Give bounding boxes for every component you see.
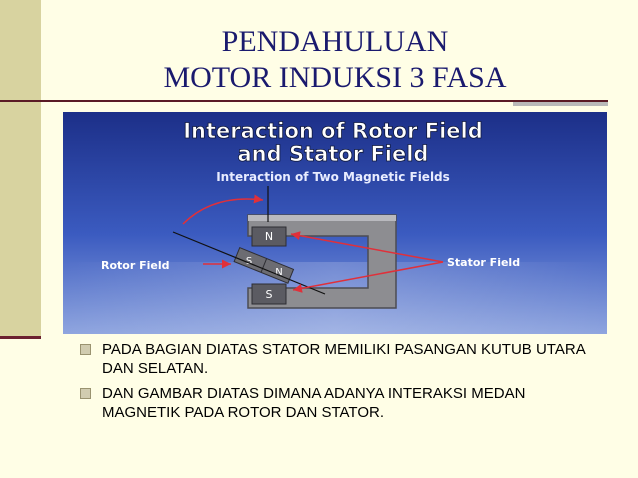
rotor-pole-n-label: N xyxy=(275,267,282,278)
stator-frame-highlight xyxy=(248,215,396,221)
bullet-square-icon xyxy=(80,388,91,399)
bullet-square-icon xyxy=(80,344,91,355)
rotor-pole-s-label: S xyxy=(246,256,252,267)
stator-pole-s xyxy=(251,283,287,305)
stator-pole-s-label: S xyxy=(266,288,273,301)
figure-subheading: Interaction of Two Magnetic Fields xyxy=(216,170,450,184)
bullet-item: DAN GAMBAR DIATAS DIMANA ADANYA INTERAKS… xyxy=(80,384,600,422)
rotation-arrow xyxy=(182,194,264,225)
figure-heading-line1: Interaction of Rotor Field xyxy=(183,119,483,143)
left-decorative-band xyxy=(0,0,41,338)
rotor-axis-line xyxy=(172,231,326,295)
stator-field-arrow-bottom xyxy=(292,261,444,293)
slide-title: PENDAHULUAN MOTOR INDUKSI 3 FASA xyxy=(80,24,590,96)
bullet-text: PADA BAGIAN DIATAS STATOR MEMILIKI PASAN… xyxy=(102,341,585,377)
slide-title-line1: PENDAHULUAN xyxy=(221,25,449,58)
slide-title-line2: MOTOR INDUKSI 3 FASA xyxy=(163,61,507,94)
left-band-rule xyxy=(0,336,41,339)
bullet-item: PADA BAGIAN DIATAS STATOR MEMILIKI PASAN… xyxy=(80,340,600,378)
stator-pole-n-label: N xyxy=(265,230,273,243)
bullet-text: DAN GAMBAR DIATAS DIMANA ADANYA INTERAKS… xyxy=(102,385,526,421)
bullet-list: PADA BAGIAN DIATAS STATOR MEMILIKI PASAN… xyxy=(80,340,600,428)
rotor-bar xyxy=(233,246,295,284)
rotor-field-label: Rotor Field xyxy=(101,259,170,272)
figure-svg: Interaction of Rotor Field and Stator Fi… xyxy=(63,112,607,334)
motor-field-figure: Interaction of Rotor Field and Stator Fi… xyxy=(63,112,607,334)
stator-field-arrow-top xyxy=(290,231,444,263)
title-divider xyxy=(0,100,608,102)
stator-pole-n xyxy=(251,226,287,247)
figure-heading-line2: and Stator Field xyxy=(238,142,429,166)
stator-field-label: Stator Field xyxy=(447,256,520,269)
title-divider-accent xyxy=(513,102,608,106)
